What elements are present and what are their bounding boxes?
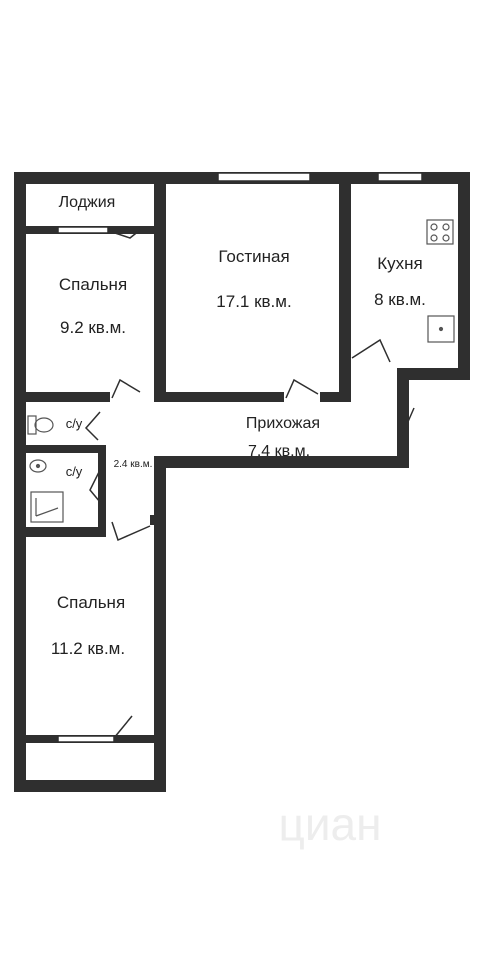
door-balcony-bottom <box>113 715 133 739</box>
room-label-wc-bottom: с/у <box>66 464 83 479</box>
wall-living-kitchen <box>339 184 351 394</box>
door-loggia <box>111 229 141 239</box>
outer-wall-left <box>14 172 26 792</box>
room-label-hallway: Прихожая <box>246 415 320 432</box>
window-living <box>217 172 311 182</box>
shower-icon <box>30 491 64 523</box>
bedroom-bottom-right-wall <box>154 456 166 792</box>
outer-wall-bottom <box>14 780 166 792</box>
hall-bottom-wall <box>157 456 409 468</box>
room-area-bedroom-top: 9.2 кв.м. <box>60 318 126 337</box>
room-area-kitchen: 8 кв.м. <box>374 290 426 309</box>
room-area-living: 17.1 кв.м. <box>216 292 291 311</box>
room-label-bedroom-bottom: Спальня <box>57 593 125 612</box>
door-kitchen <box>351 338 391 363</box>
room-label-bedroom-top: Спальня <box>59 275 127 294</box>
room-label-wc-top: с/у <box>66 416 83 431</box>
wall-wc-top-bottom <box>26 445 104 453</box>
door-wc-top <box>84 411 101 441</box>
room-label-loggia-top: Лоджия <box>59 194 116 211</box>
washbasin-icon <box>29 459 47 473</box>
sink-icon <box>427 315 455 343</box>
door-entrance <box>399 407 415 441</box>
stove-icon <box>426 219 454 245</box>
wall-bedroom-bottom <box>26 392 110 402</box>
window-bedroom-bottom <box>57 735 115 743</box>
doors <box>84 229 415 739</box>
room-label-living: Гостиная <box>218 247 289 266</box>
window-kitchen <box>377 172 423 182</box>
door-wc-bottom <box>89 469 101 503</box>
room-label-kitchen: Кухня <box>377 254 423 273</box>
room-area-hallway: 7.4 кв.м. <box>248 443 310 460</box>
wall-wc-bottom <box>26 527 106 537</box>
room-area-corridor: 2.4 кв.м. <box>114 459 153 470</box>
toilet-icon <box>27 415 54 435</box>
wall-living-bottom-right <box>320 392 351 402</box>
hall-right-wall <box>397 368 409 466</box>
wall-bedroom-living <box>154 184 166 402</box>
wall-wc-right <box>98 445 106 535</box>
door-living <box>285 378 319 399</box>
wall-living-bottom-left <box>154 392 284 402</box>
outer-wall-right-kitchen <box>458 172 470 380</box>
windows <box>57 172 423 743</box>
kitchen-bottom-wall <box>400 368 470 380</box>
door-bedroom-bottom <box>111 521 151 542</box>
window-bedroom-top <box>57 226 109 234</box>
wall-corridor-stub <box>150 515 164 525</box>
room-area-bedroom-bottom: 11.2 кв.м. <box>51 639 125 658</box>
watermark: циан <box>278 798 381 850</box>
door-bedroom-top <box>111 378 141 399</box>
